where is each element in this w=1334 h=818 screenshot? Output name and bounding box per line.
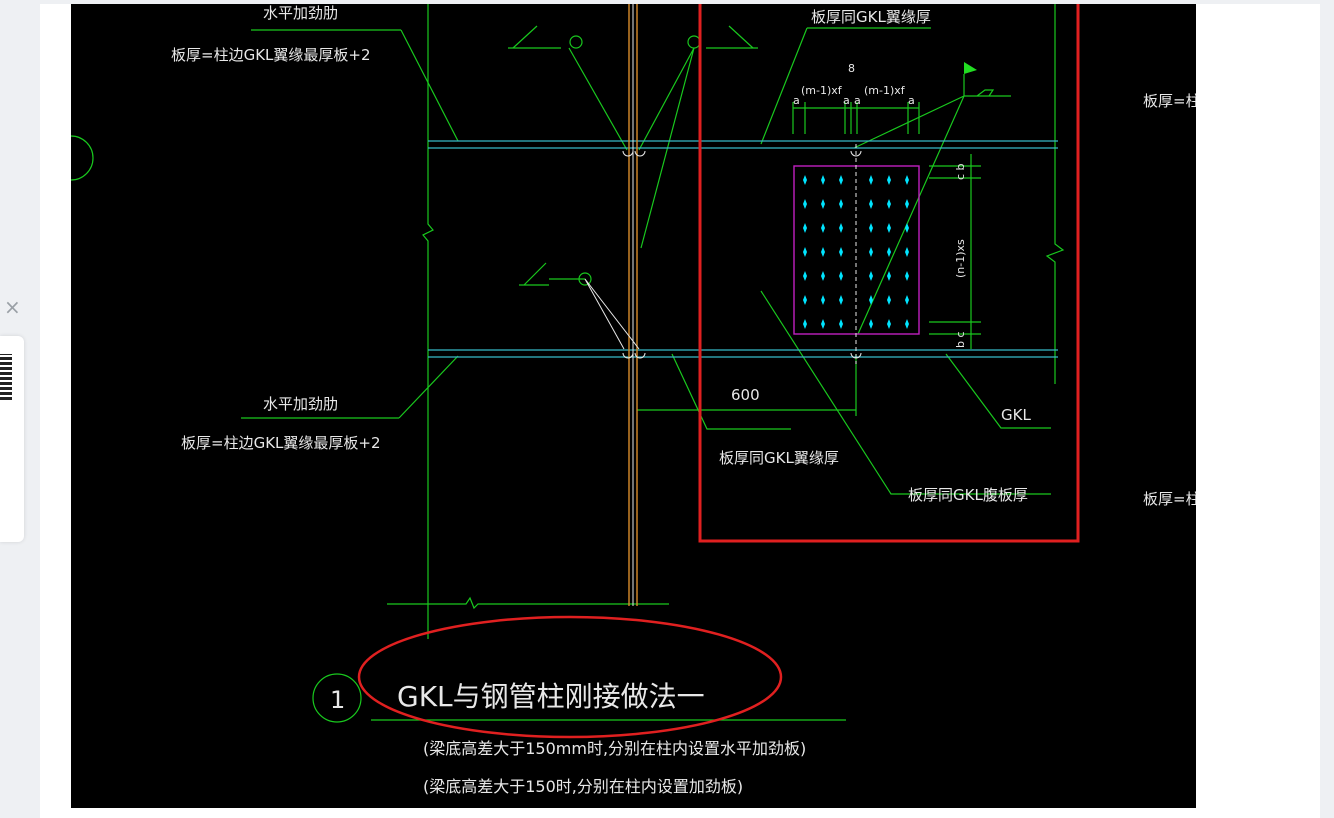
bolt-mark xyxy=(905,295,909,305)
dim-cb: c b xyxy=(954,163,967,180)
dim-a4: a xyxy=(908,94,915,107)
bolt-mark xyxy=(869,319,873,329)
label-mid-left-2: 板厚=柱边GKL翼缘最厚板+2 xyxy=(181,434,381,452)
bolt-mark xyxy=(905,199,909,209)
dim-a3: a xyxy=(854,94,861,107)
bolt-mark xyxy=(905,319,909,329)
dim-a1: a xyxy=(793,94,800,107)
bolt-mark xyxy=(839,319,843,329)
bolt-mark xyxy=(869,295,873,305)
label-top-left-2: 板厚=柱边GKL翼缘最厚板+2 xyxy=(171,46,371,64)
leader-mid-left xyxy=(241,355,459,419)
bolt-mark xyxy=(821,247,825,257)
bolt-mark xyxy=(821,319,825,329)
dim-n1xs: (n-1)xs xyxy=(954,239,967,278)
bolt-mark xyxy=(905,175,909,185)
right-cut-1: 板厚=柱 xyxy=(1143,92,1196,110)
steel-column xyxy=(628,4,638,606)
bolt-mark xyxy=(887,247,891,257)
bolt-mark xyxy=(839,223,843,233)
close-icon[interactable]: × xyxy=(4,295,21,319)
leader-top-left xyxy=(251,29,459,142)
dim-bc: b c xyxy=(954,331,967,348)
bolt-mark xyxy=(839,271,843,281)
bolt-mark xyxy=(887,271,891,281)
label-mid-left-1: 水平加劲肋 xyxy=(263,395,338,413)
bolt-mark xyxy=(839,247,843,257)
bolt-group xyxy=(803,175,909,329)
bolt-mark xyxy=(803,223,807,233)
dim-8: 8 xyxy=(848,62,855,75)
dim-a2: a xyxy=(843,94,850,107)
bolt-mark xyxy=(821,271,825,281)
bolt-mark xyxy=(887,223,891,233)
bolt-mark xyxy=(887,319,891,329)
bolt-mark xyxy=(821,295,825,305)
bolt-mark xyxy=(803,271,807,281)
note-2: (梁底高差大于150时,分别在柱内设置加劲板) xyxy=(423,777,743,796)
bolt-mark xyxy=(803,199,807,209)
bolt-mark xyxy=(887,199,891,209)
bolt-mark xyxy=(869,247,873,257)
bolt-mark xyxy=(821,175,825,185)
highlight-ellipse xyxy=(357,615,783,739)
bolt-mark xyxy=(905,247,909,257)
bolt-mark xyxy=(869,199,873,209)
dim-m1xf-2: (m-1)xf xyxy=(864,84,906,97)
bolt-mark xyxy=(821,223,825,233)
axis-circle-partial xyxy=(70,135,94,181)
highlight-frame xyxy=(698,4,1080,543)
bolt-mark xyxy=(905,271,909,281)
break-line xyxy=(387,596,669,610)
bolt-mark xyxy=(803,175,807,185)
label-top-right: 板厚同GKL翼缘厚 xyxy=(811,8,931,26)
column-edge-line xyxy=(422,4,434,639)
note-1: (梁底高差大于150mm时,分别在柱内设置水平加劲板) xyxy=(423,739,806,758)
bolt-mark xyxy=(869,175,873,185)
label-top-left-1: 水平加劲肋 xyxy=(263,4,338,22)
label-flange: 板厚同GKL翼缘厚 xyxy=(719,449,839,467)
cad-drawing: 水平加劲肋 板厚=柱边GKL翼缘最厚板+2 水平加劲肋 板厚=柱边GKL翼缘最厚… xyxy=(70,4,1201,808)
detail-title: GKL与钢管柱刚接做法一 xyxy=(397,680,705,713)
label-gkl: GKL xyxy=(1001,406,1031,424)
bolt-mark xyxy=(839,199,843,209)
bolt-mark xyxy=(869,271,873,281)
bolt-mark xyxy=(821,199,825,209)
dim-600: 600 xyxy=(731,386,760,404)
detail-number-circle xyxy=(312,673,362,723)
flag-icon xyxy=(964,62,977,74)
right-cut-2: 板厚=柱 xyxy=(1143,490,1196,508)
bolt-mark xyxy=(803,247,807,257)
label-web: 板厚同GKL腹板厚 xyxy=(908,486,1028,504)
bolt-mark xyxy=(905,223,909,233)
gkl-beams xyxy=(428,140,1058,358)
qr-code-icon[interactable] xyxy=(0,354,12,400)
bolt-mark xyxy=(887,295,891,305)
bolt-mark xyxy=(803,295,807,305)
detail-number: 1 xyxy=(330,686,345,714)
bolt-mark xyxy=(803,319,807,329)
bolt-mark xyxy=(887,175,891,185)
bolt-mark xyxy=(869,223,873,233)
dim-m1xf-1: (m-1)xf xyxy=(801,84,843,97)
bolt-mark xyxy=(839,295,843,305)
share-side-panel[interactable] xyxy=(0,336,24,542)
bolt-mark xyxy=(839,175,843,185)
